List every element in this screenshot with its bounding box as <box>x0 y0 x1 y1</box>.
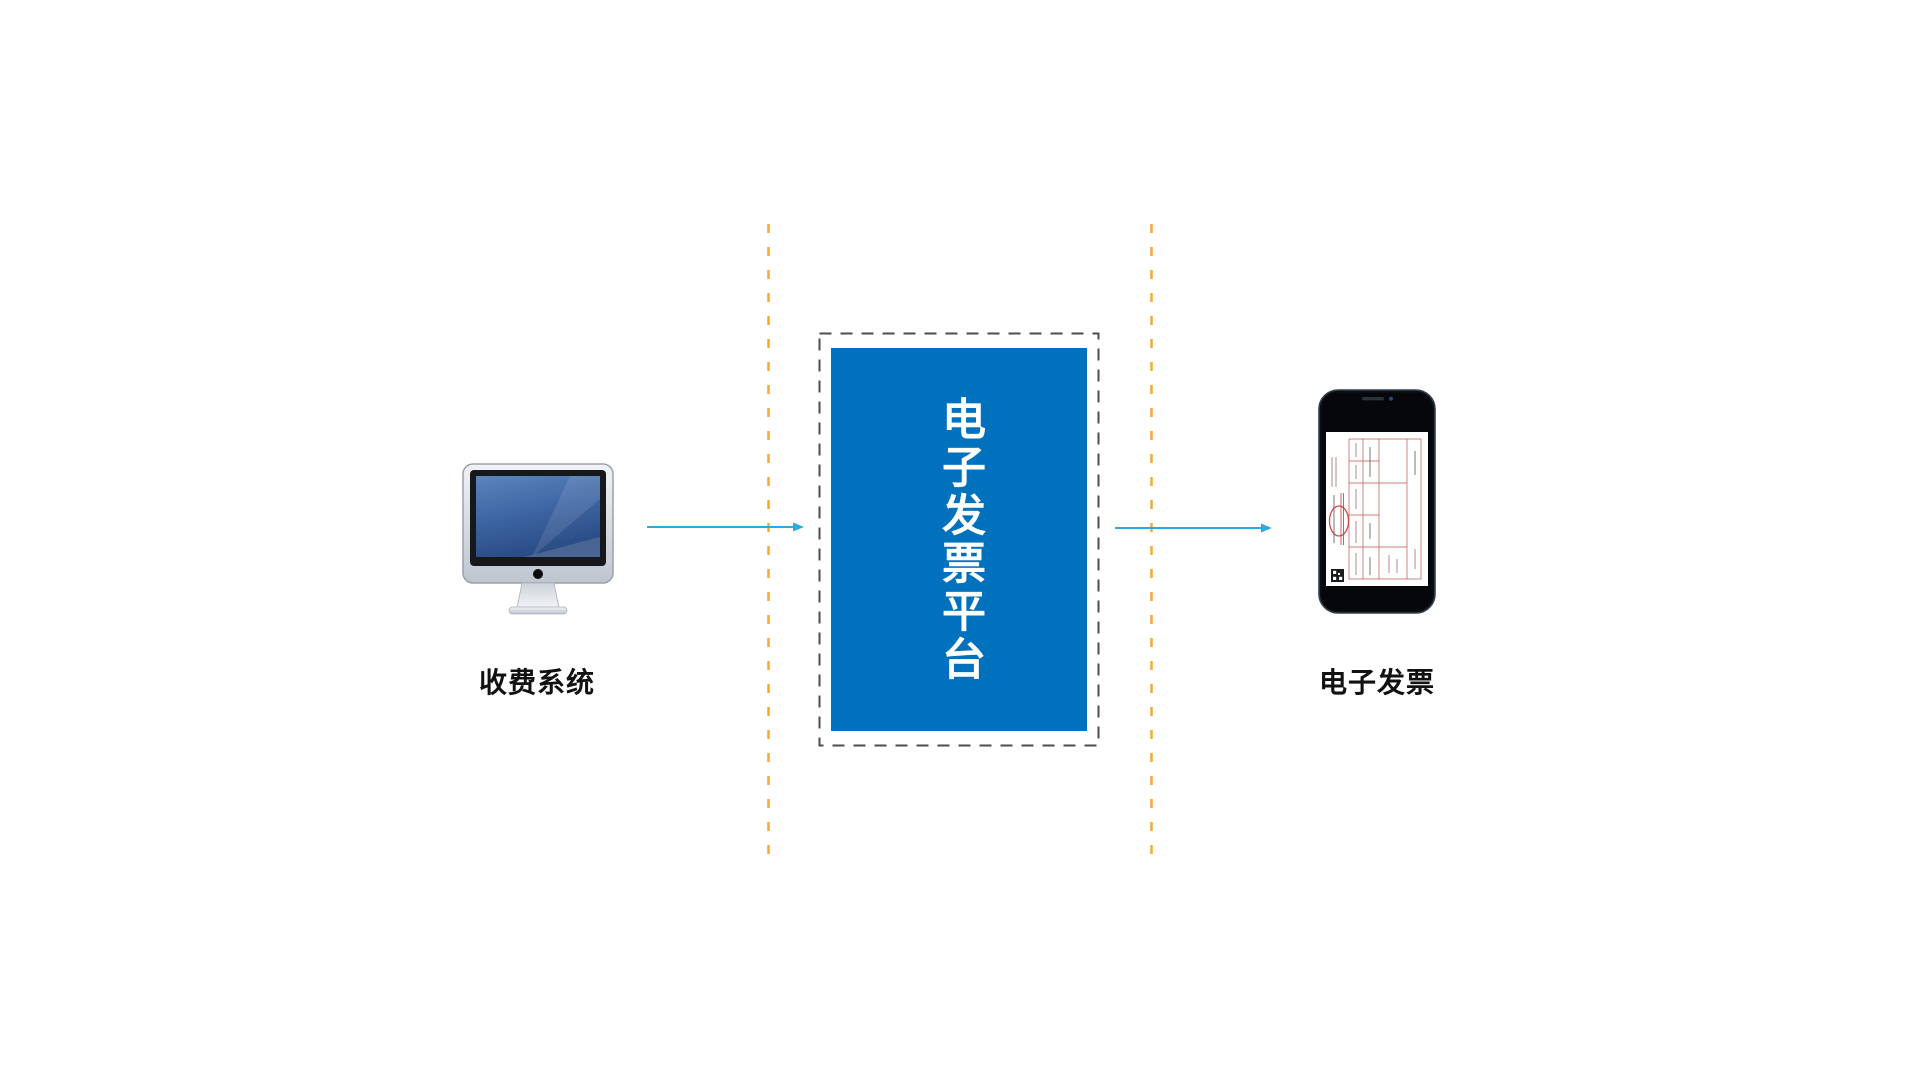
invoice-screen <box>1326 432 1428 586</box>
screen-gloss <box>524 476 600 557</box>
invoice-table <box>1348 438 1422 580</box>
phone-camera-dot <box>1389 396 1393 401</box>
invoice-platform-title: 电子发票平台 <box>935 395 984 684</box>
monitor-power-dot <box>533 569 543 579</box>
arrow-source-to-platform <box>647 522 804 532</box>
e-invoice-label: 电子发票 <box>1318 667 1435 698</box>
invoice-qr-code <box>1331 569 1344 582</box>
separator-line-left <box>767 224 770 856</box>
invoice-stamp <box>1328 505 1350 537</box>
invoice-platform-box: 电子发票平台 <box>831 348 1087 731</box>
screen-gloss-2 <box>532 476 600 557</box>
monitor-stand-neck <box>516 582 560 609</box>
separator-line-right <box>1150 224 1153 856</box>
desktop-computer-icon <box>462 463 614 615</box>
phone-speaker <box>1362 397 1384 401</box>
fee-system-label: 收费系统 <box>478 667 595 698</box>
invoice-sheet <box>1326 432 1428 586</box>
smartphone-icon <box>1318 389 1436 614</box>
monitor-stand-base <box>508 606 568 615</box>
arrow-platform-to-output <box>1115 523 1272 533</box>
platform-dashed-frame <box>818 332 1100 747</box>
monitor-screen <box>476 476 600 557</box>
